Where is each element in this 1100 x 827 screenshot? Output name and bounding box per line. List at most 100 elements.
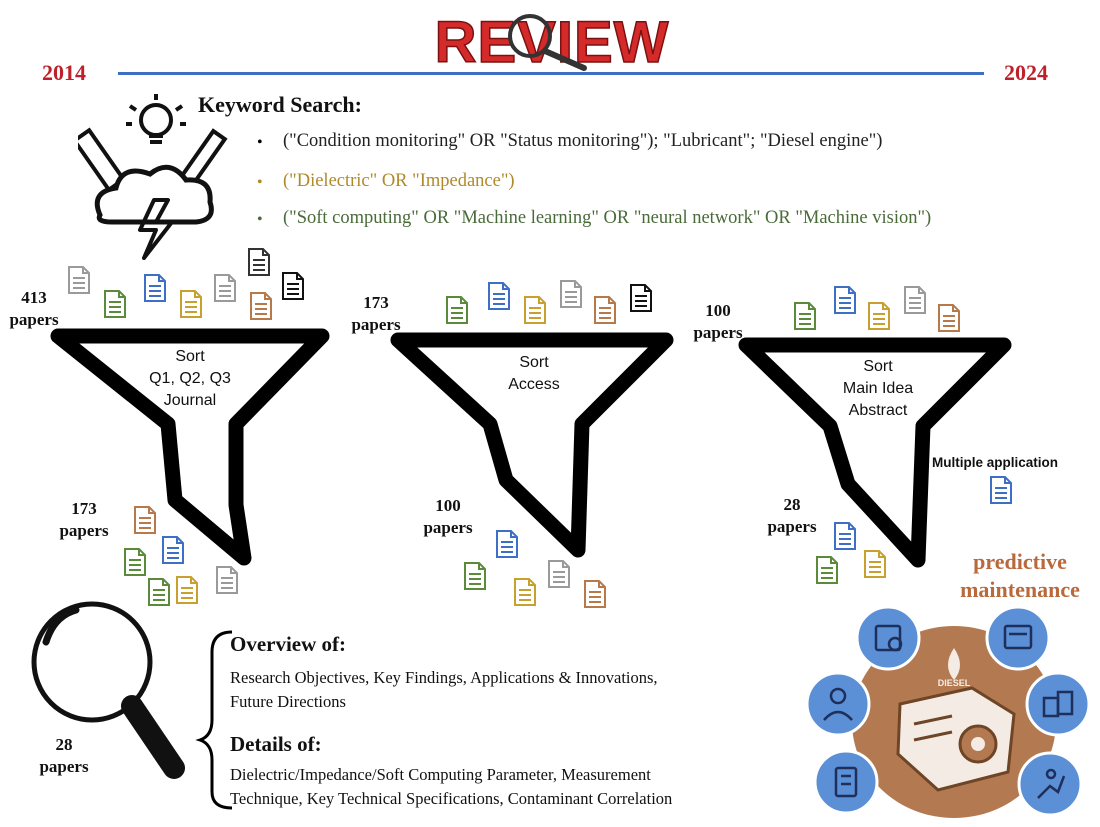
funnel-2-label: Sort Access [474,352,594,396]
funnel-label-line: Q1, Q2, Q3 [149,370,231,387]
review-magnifier [14,598,194,798]
magnifier-icon [508,14,587,71]
details-text: Technique, Key Technical Specifications,… [230,789,673,808]
document-icon [816,556,838,584]
funnel-label-line: Journal [163,392,217,409]
review-title-banner: REVIEW [0,0,1100,80]
funnel-1-label: Sort Q1, Q2, Q3 Journal [130,346,250,412]
document-icon [584,580,606,608]
count-unit: papers [59,521,109,540]
engine-icon [896,686,1016,792]
funnel-3-label: Sort Main Idea Abstract [818,356,938,422]
improvement-icon [1017,751,1083,817]
count-unit: papers [351,315,401,334]
count-number: 413 [21,288,47,307]
keyword-item: ("Condition monitoring" OR "Status monit… [283,131,883,151]
brace [195,630,233,810]
timeline-line [118,72,984,75]
details-text: Dielectric/Impedance/Soft Computing Para… [230,765,651,784]
document-icon [938,304,960,332]
document-icon [488,282,510,310]
document-icon [864,550,886,578]
document-icon [630,284,652,312]
document-icon [148,578,170,606]
document-icon [248,248,270,276]
pm-title-line: predictive [973,549,1067,574]
document-icon [904,286,926,314]
document-icon [124,548,146,576]
document-icon [282,272,304,300]
count-number: 173 [71,499,97,518]
document-icon [104,290,126,318]
document-icon [560,280,582,308]
document-icon [214,274,236,302]
count-number: 100 [435,496,461,515]
count-unit: papers [423,518,473,537]
brainstorm-icon-cluster [71,90,228,260]
document-icon [514,578,536,606]
funnel-3 [738,337,1012,568]
funnel-label-line: Sort [863,358,893,375]
keyword-item: ("Dielectric" OR "Impedance") [283,171,515,191]
document-icon [68,266,90,294]
document-icon [250,292,272,320]
document-icon [180,290,202,318]
keyword-search-heading: Keyword Search: [198,92,362,117]
document-icon [594,296,616,324]
overview-heading: Overview of: [230,632,347,656]
bullet: • [257,211,263,228]
bullet: • [257,134,263,151]
end-year: 2024 [1004,60,1048,85]
funnel-label-line: Sort [519,354,549,371]
document-icon [144,274,166,302]
document-icon [496,530,518,558]
document-icon [446,296,468,324]
details-heading: Details of: [230,732,322,756]
keyword-item: ("Soft computing" OR "Machine learning" … [283,208,932,228]
engine-label: DIESEL [938,678,971,688]
document-icon [524,296,546,324]
predictive-maintenance-title: predictive maintenance [940,548,1100,604]
count-unit: papers [39,757,89,776]
paper-count: 100 papers [414,495,482,539]
paper-count: 28 papers [30,734,98,778]
document-icon [134,506,156,534]
document-icon [176,576,198,604]
paper-count: 100 papers [684,300,752,344]
count-number: 28 [783,495,801,514]
document-icon [548,560,570,588]
document-icon [990,476,1012,504]
lightning-icon [138,198,174,260]
paper-count: 173 papers [342,292,410,336]
paper-count: 173 papers [50,498,118,542]
count-number: 100 [705,301,731,320]
funnel-label-line: Access [508,376,560,393]
paper-count: 28 papers [758,494,826,538]
count-number: 173 [363,293,389,312]
document-icon [868,302,890,330]
cloud-icon [94,164,214,225]
count-unit: papers [767,517,817,536]
document-icon [464,562,486,590]
lightbulb-icon [126,94,186,144]
count-unit: papers [9,310,59,329]
predictive-maintenance-graphic: DIESEL [802,604,1096,822]
count-number: 28 [55,735,73,754]
overview-text: Future Directions [230,692,346,711]
overview-text: Research Objectives, Key Findings, Appli… [230,668,658,687]
funnel-label-line: Abstract [848,402,908,419]
magnifier-icon [31,601,185,779]
inspection-icon [855,605,921,671]
review-title: REVIEW [435,10,670,75]
start-year: 2014 [42,60,86,85]
pm-title-line: maintenance [960,577,1080,602]
funnel-1 [50,328,330,566]
document-icon [834,522,856,550]
document-icon [162,536,184,564]
checklist-icon [813,749,879,815]
funnel-label-line: Main Idea [842,380,914,397]
funnel-2 [390,332,674,558]
multiple-application-label: Multiple application [932,455,1059,470]
paper-count: 413 papers [0,287,68,331]
